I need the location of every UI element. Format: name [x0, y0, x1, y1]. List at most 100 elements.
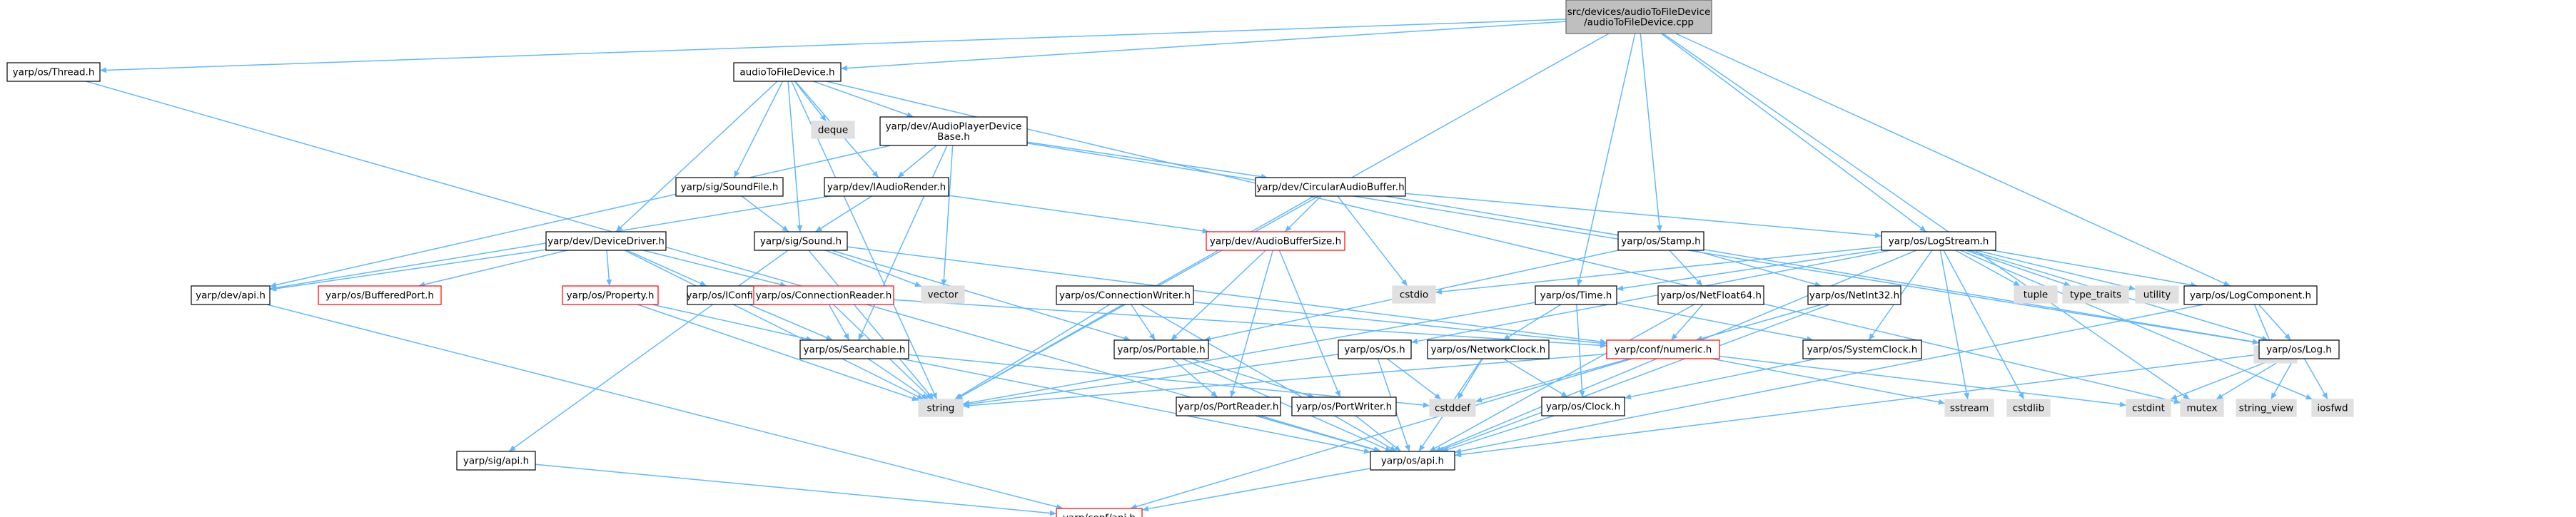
- node-label: yarp/os/BufferedPort.h: [325, 290, 434, 302]
- node-netint32[interactable]: yarp/os/NetInt32.h: [1807, 285, 1901, 305]
- edge-log-to-stringview: [2271, 358, 2295, 400]
- edge-property-to-string: [637, 304, 919, 401]
- node-box: [1429, 399, 1476, 417]
- arrowhead-atfd-to-mutex: [2173, 398, 2181, 404]
- node-ostime[interactable]: yarp/os/Time.h: [1535, 285, 1617, 305]
- edge-log-to-mutex: [2216, 358, 2284, 400]
- node-soundfile[interactable]: yarp/sig/SoundFile.h: [675, 177, 784, 197]
- node-logstream[interactable]: yarp/os/LogStream.h: [1881, 231, 1996, 251]
- node-cstddef[interactable]: cstddef: [1429, 399, 1476, 417]
- node-audiobufsize[interactable]: yarp/dev/AudioBufferSize.h: [1206, 231, 1345, 251]
- node-label: yarp/os/Log.h: [2266, 344, 2332, 356]
- node-sound[interactable]: yarp/sig/Sound.h: [754, 231, 848, 251]
- node-cstdlib[interactable]: cstdlib: [2006, 399, 2051, 417]
- edge-devdriver-to-connreader: [642, 250, 787, 287]
- node-property[interactable]: yarp/os/Property.h: [562, 285, 659, 305]
- node-root[interactable]: src/devices/audioToFileDevice/audioToFil…: [1565, 0, 1712, 34]
- edge-sound-to-sigapi: [508, 250, 789, 452]
- node-iaudiorender[interactable]: yarp/dev/IAudioRender.h: [824, 177, 949, 197]
- edge-iaudiorender-to-audiobufsize: [948, 195, 1209, 232]
- node-devdriver[interactable]: yarp/dev/DeviceDriver.h: [545, 231, 667, 251]
- node-string[interactable]: string: [918, 399, 964, 417]
- node-box: [2180, 399, 2224, 417]
- node-circbuf[interactable]: yarp/dev/CircularAudioBuffer.h: [1255, 177, 1406, 197]
- node-logcomp[interactable]: yarp/os/LogComponent.h: [2183, 285, 2318, 305]
- edge-logstream-to-iosfwd: [1960, 250, 2313, 400]
- node-label: string: [927, 403, 955, 414]
- node-devapi[interactable]: yarp/dev/api.h: [191, 285, 271, 305]
- node-searchable[interactable]: yarp/os/Searchable.h: [799, 339, 909, 359]
- node-label: yarp/os/Thread.h: [13, 67, 95, 78]
- edge-audiobufsize-to-portable: [1171, 250, 1266, 341]
- node-bufport[interactable]: yarp/os/BufferedPort.h: [318, 285, 442, 305]
- node-numeric[interactable]: yarp/conf/numeric.h: [1606, 339, 1720, 359]
- node-thread[interactable]: yarp/os/Thread.h: [6, 62, 101, 82]
- node-cstdio[interactable]: cstdio: [1392, 285, 1436, 304]
- arrowhead-searchable-to-cstddef: [1423, 402, 1430, 408]
- node-sstream[interactable]: sstream: [1944, 399, 1994, 417]
- node-netfloat64[interactable]: yarp/os/NetFloat64.h: [1657, 285, 1764, 305]
- arrowhead-netclock-to-clock: [1560, 391, 1568, 397]
- arrowhead-circbuf-to-audiobufsize: [1285, 225, 1292, 232]
- node-label: yarp/os/LogComponent.h: [2190, 290, 2311, 302]
- node-box: [562, 285, 659, 305]
- edge-apdb-to-devapi: [269, 145, 892, 287]
- arrowhead-audiobufsize-to-portreader: [1230, 390, 1236, 397]
- node-atfd[interactable]: audioToFileDevice.h: [733, 62, 842, 82]
- node-box: [1427, 339, 1550, 359]
- arrowhead-atfd-to-iaudiorender: [872, 170, 879, 178]
- node-mutex[interactable]: mutex: [2180, 399, 2224, 417]
- node-portable[interactable]: yarp/os/Portable.h: [1113, 339, 1209, 359]
- node-cstdint[interactable]: cstdint: [2126, 399, 2171, 417]
- node-portreader[interactable]: yarp/os/PortReader.h: [1176, 396, 1281, 416]
- arrowhead-apdb-to-vector: [941, 279, 947, 286]
- arrowhead-atfd-to-apdb: [906, 112, 914, 118]
- node-label: yarp/sig/SoundFile.h: [681, 182, 779, 193]
- edge-circbuf-to-audiobufsize: [1284, 195, 1322, 232]
- edge-root-to-atfd: [840, 21, 1567, 69]
- node-label: src/devices/audioToFileDevice: [1567, 6, 1711, 18]
- node-label: yarp/dev/IAudioRender.h: [827, 182, 946, 193]
- node-utility[interactable]: utility: [2135, 285, 2179, 304]
- arrowhead-logstream-to-sstream: [1964, 392, 1970, 399]
- edge-atfd-to-deque: [794, 81, 827, 122]
- node-tuple[interactable]: tuple: [2014, 285, 2058, 304]
- edge-logstream-to-cstdio: [1435, 246, 1882, 293]
- arrowhead-portreader-to-osapi: [1374, 446, 1381, 453]
- node-typetraits[interactable]: type_traits: [2062, 285, 2129, 304]
- edge-circbuf-to-logstream: [1405, 193, 1882, 237]
- node-label: yarp/os/LogStream.h: [1889, 236, 1989, 247]
- node-label: Base.h: [937, 131, 970, 143]
- node-log[interactable]: yarp/os/Log.h: [2258, 339, 2340, 359]
- edge-clock-to-osapi: [1441, 415, 1555, 452]
- arrowhead-connwriter-to-numeric: [1600, 340, 1607, 347]
- arrowhead-logstream-to-log: [2261, 335, 2268, 342]
- node-connwriter[interactable]: yarp/os/ConnectionWriter.h: [1056, 285, 1194, 305]
- edge-atfd-to-devdriver: [615, 81, 778, 232]
- node-osapi[interactable]: yarp/os/api.h: [1370, 451, 1455, 471]
- node-vector[interactable]: vector: [921, 285, 965, 304]
- edge-circbuf-to-cstdio: [1337, 195, 1408, 287]
- arrowhead-netfloat64-to-numeric: [1671, 333, 1678, 340]
- edge-audiobufsize-to-portreader: [1230, 250, 1274, 398]
- edge-netclock-to-clock: [1503, 358, 1568, 398]
- node-clock[interactable]: yarp/os/Clock.h: [1541, 396, 1625, 416]
- node-deque[interactable]: deque: [811, 121, 855, 139]
- node-stringview[interactable]: string_view: [2236, 399, 2297, 417]
- arrowhead-logstream-to-cstdio: [1435, 289, 1443, 295]
- edge-connwriter-to-osapi: [1141, 304, 1397, 452]
- node-iosfwd[interactable]: iosfwd: [2311, 399, 2354, 417]
- node-portwriter[interactable]: yarp/os/PortWriter.h: [1291, 396, 1397, 416]
- node-label: yarp/os/api.h: [1381, 456, 1444, 467]
- node-sigapi[interactable]: yarp/sig/api.h: [456, 451, 536, 471]
- node-label: yarp/dev/AudioBufferSize.h: [1210, 236, 1341, 247]
- node-netclock[interactable]: yarp/os/NetworkClock.h: [1427, 339, 1550, 359]
- edge-atfd-to-apdb: [813, 81, 914, 118]
- node-stamp[interactable]: yarp/os/Stamp.h: [1617, 231, 1704, 251]
- node-osos[interactable]: yarp/os/Os.h: [1338, 339, 1412, 359]
- node-connreader[interactable]: yarp/os/ConnectionReader.h: [753, 285, 894, 305]
- arrowhead-osos-to-osapi: [1404, 444, 1410, 451]
- node-sysclock[interactable]: yarp/os/SystemClock.h: [1802, 339, 1922, 359]
- node-confapi[interactable]: yarp/conf/api.h: [1056, 508, 1143, 517]
